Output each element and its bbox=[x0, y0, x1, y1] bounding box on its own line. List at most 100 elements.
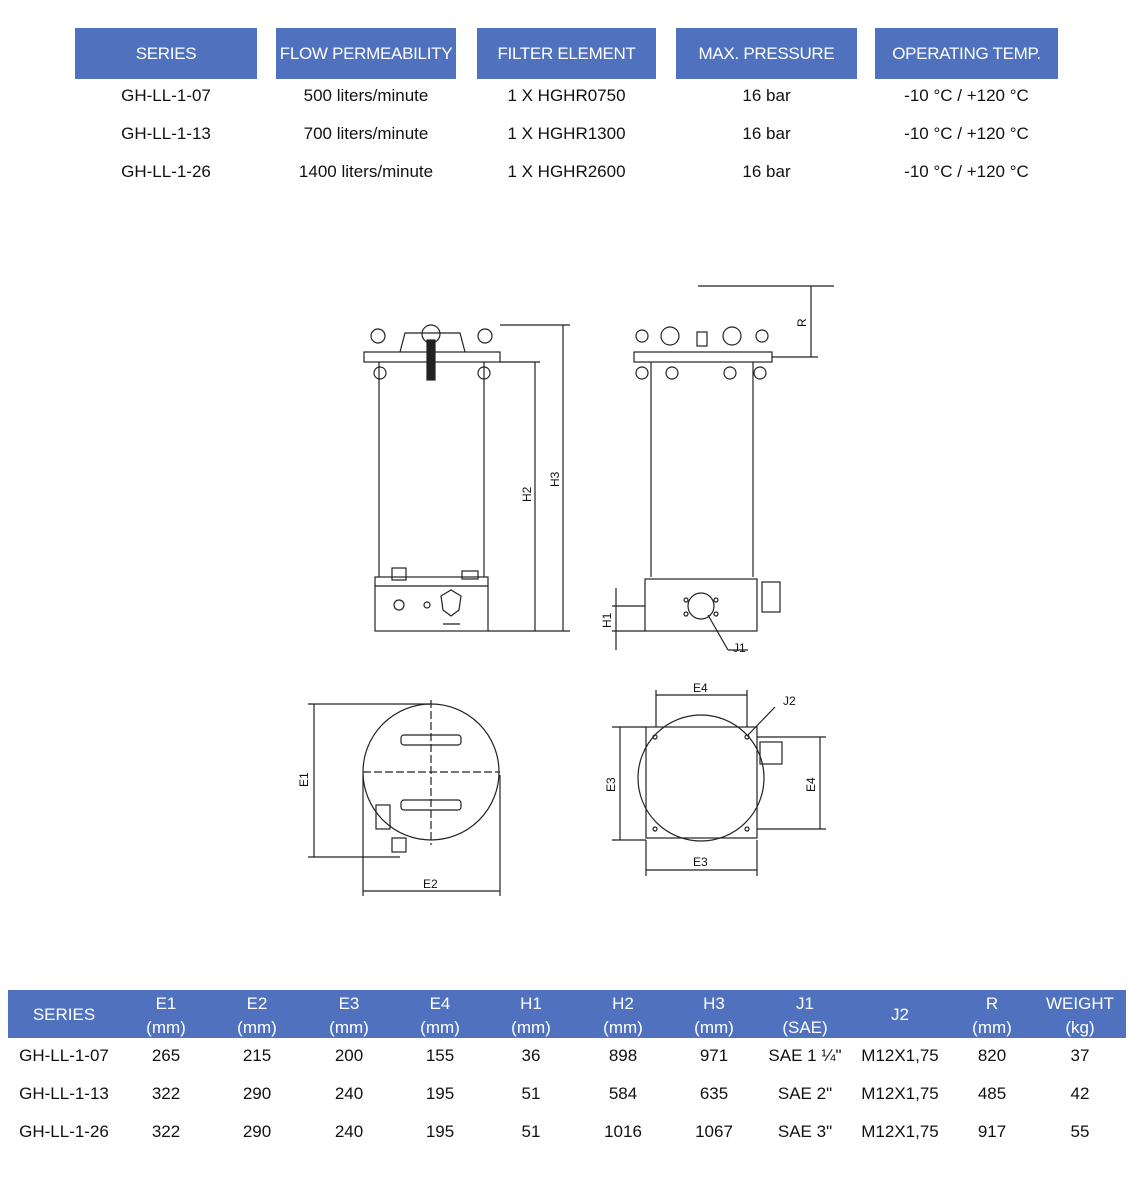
label-h2: H2 bbox=[520, 486, 534, 502]
spec-header-cell: OPERATING TEMP. bbox=[875, 28, 1058, 79]
dim-cell: M12X1,75 bbox=[861, 1122, 939, 1141]
dim-cell: 265 bbox=[151, 1046, 181, 1065]
dim-header-cell: H3 (mm) bbox=[694, 992, 734, 1040]
spec-cell: 1 X HGHR1300 bbox=[507, 124, 626, 143]
side-view: R H1 J1 bbox=[600, 285, 834, 655]
dim-header-label: E1 bbox=[155, 994, 177, 1013]
spec-cell: GH-LL-1-13 bbox=[121, 124, 211, 143]
dim-cell: GH-LL-1-13 bbox=[19, 1084, 109, 1103]
dim-header-cell: SERIES bbox=[33, 1003, 95, 1027]
dim-cell: 155 bbox=[425, 1046, 455, 1065]
spec-header-cell: FLOW PERMEABILITY bbox=[276, 28, 456, 79]
dim-header-cell: J1 (SAE) bbox=[782, 992, 827, 1040]
dim-cell: 898 bbox=[608, 1046, 638, 1065]
dim-header-unit: (mm) bbox=[237, 1018, 277, 1037]
dim-header-label: H2 bbox=[612, 994, 634, 1013]
dim-header-label: E4 bbox=[429, 994, 451, 1013]
dim-cell: 584 bbox=[608, 1084, 638, 1103]
dim-cell: 240 bbox=[334, 1122, 364, 1141]
label-j2: J2 bbox=[783, 694, 796, 708]
dim-cell: 322 bbox=[151, 1122, 181, 1141]
dim-header-cell: E4 (mm) bbox=[420, 992, 460, 1040]
dim-header-cell: E3 (mm) bbox=[329, 992, 369, 1040]
label-e3-bottom: E3 bbox=[693, 855, 708, 869]
dim-header-unit: (kg) bbox=[1065, 1018, 1095, 1037]
dim-header-label: SERIES bbox=[32, 1005, 96, 1024]
dim-cell: 200 bbox=[334, 1046, 364, 1065]
label-e1: E1 bbox=[297, 772, 311, 787]
dim-cell: M12X1,75 bbox=[861, 1046, 939, 1065]
spec-cell: GH-LL-1-07 bbox=[121, 86, 211, 105]
dim-cell: 55 bbox=[1070, 1122, 1090, 1141]
dim-cell: 1016 bbox=[604, 1122, 642, 1141]
dim-cell: SAE 2" bbox=[777, 1084, 833, 1103]
dim-cell: 971 bbox=[699, 1046, 729, 1065]
top-view-round: E1 E2 bbox=[297, 700, 501, 896]
dim-header-cell: E1 (mm) bbox=[146, 992, 186, 1040]
dim-cell: 322 bbox=[151, 1084, 181, 1103]
dim-header-cell: R (mm) bbox=[972, 992, 1012, 1040]
spec-cell: 1400 liters/minute bbox=[298, 162, 434, 181]
dimension-table-header bbox=[8, 990, 1126, 1038]
spec-header-cell: FILTER ELEMENT bbox=[477, 28, 656, 79]
dim-header-cell: J2 bbox=[891, 1003, 909, 1027]
spec-header-cell: SERIES bbox=[75, 28, 257, 79]
label-e2: E2 bbox=[423, 877, 438, 891]
dim-header-label: H1 bbox=[520, 994, 542, 1013]
dim-cell: 485 bbox=[977, 1084, 1007, 1103]
spec-header-cell: MAX. PRESSURE bbox=[676, 28, 857, 79]
dim-header-label: H3 bbox=[703, 994, 725, 1013]
dim-cell: SAE 1 ¼" bbox=[768, 1046, 842, 1065]
spec-cell: -10 °C / +120 °C bbox=[904, 124, 1029, 143]
dim-header-cell: WEIGHT (kg) bbox=[1046, 992, 1114, 1040]
dim-header-unit: (mm) bbox=[694, 1018, 734, 1037]
dim-header-unit: (mm) bbox=[420, 1018, 460, 1037]
dim-cell: 635 bbox=[699, 1084, 729, 1103]
dim-cell: 917 bbox=[977, 1122, 1007, 1141]
spec-cell: 1 X HGHR2600 bbox=[507, 162, 626, 181]
spec-cell: 1 X HGHR0750 bbox=[507, 86, 626, 105]
label-e3-side: E3 bbox=[604, 777, 618, 792]
spec-cell: 500 liters/minute bbox=[303, 86, 429, 105]
dim-cell: GH-LL-1-26 bbox=[19, 1122, 109, 1141]
dim-cell: 1067 bbox=[695, 1122, 733, 1141]
dim-header-label: J2 bbox=[891, 1005, 909, 1024]
label-h1: H1 bbox=[600, 612, 614, 628]
dim-cell: 42 bbox=[1070, 1084, 1090, 1103]
dim-header-cell: H2 (mm) bbox=[603, 992, 643, 1040]
dim-cell: 195 bbox=[425, 1122, 455, 1141]
dim-cell: GH-LL-1-07 bbox=[19, 1046, 109, 1065]
dim-header-unit: (mm) bbox=[603, 1018, 643, 1037]
dim-cell: 51 bbox=[521, 1122, 541, 1141]
spec-cell: GH-LL-1-26 bbox=[121, 162, 211, 181]
label-r: R bbox=[795, 318, 809, 327]
dim-cell: 215 bbox=[242, 1046, 272, 1065]
dim-cell: 290 bbox=[242, 1084, 272, 1103]
dim-cell: 240 bbox=[334, 1084, 364, 1103]
dim-header-label: J1 bbox=[796, 994, 814, 1013]
front-view: H2 H3 bbox=[363, 324, 570, 632]
dim-cell: 290 bbox=[242, 1122, 272, 1141]
dim-cell: 820 bbox=[977, 1046, 1007, 1065]
technical-drawing: H2 H3 R H1 J1 E1 E2 E4 J2 E3 E4 bbox=[297, 285, 834, 896]
spec-cell: 16 bar bbox=[742, 124, 791, 143]
label-h3: H3 bbox=[548, 471, 562, 487]
dim-header-unit: (mm) bbox=[511, 1018, 551, 1037]
dim-cell: M12X1,75 bbox=[861, 1084, 939, 1103]
dim-header-label: R bbox=[985, 994, 999, 1013]
dim-header-cell: H1 (mm) bbox=[511, 992, 551, 1040]
label-j1: J1 bbox=[733, 641, 746, 655]
dim-header-unit: (mm) bbox=[972, 1018, 1012, 1037]
dim-header-cell: E2 (mm) bbox=[237, 992, 277, 1040]
spec-cell: 16 bar bbox=[742, 86, 791, 105]
dim-header-unit: (mm) bbox=[329, 1018, 369, 1037]
label-e4-top: E4 bbox=[693, 681, 708, 695]
dim-header-unit: (mm) bbox=[146, 1018, 186, 1037]
dim-header-label: E2 bbox=[246, 994, 268, 1013]
dim-header-label: E3 bbox=[338, 994, 360, 1013]
dim-header-unit: (SAE) bbox=[782, 1018, 828, 1037]
dim-header-label: WEIGHT bbox=[1046, 994, 1114, 1013]
spec-cell: -10 °C / +120 °C bbox=[904, 162, 1029, 181]
dim-cell: 51 bbox=[521, 1084, 541, 1103]
